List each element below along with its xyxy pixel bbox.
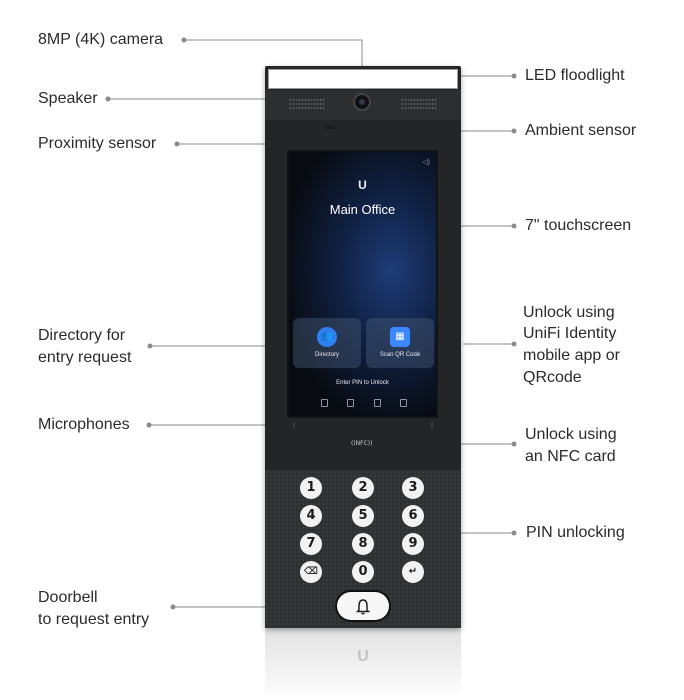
qr-code-icon: ▦ [390,327,410,347]
doorbell-button[interactable] [337,592,389,620]
scan-qr-tile[interactable]: ▦ Scan QR Code [366,318,434,368]
label-unifi-line3: mobile app or [523,347,620,364]
unifi-logo: U [358,178,367,192]
led-floodlight [268,69,458,89]
keypad-mode-icon[interactable] [321,399,328,407]
label-doorbell-line1: Doorbell [38,589,98,606]
key-3[interactable]: 3 [402,477,424,499]
phone-mode-icon[interactable] [373,399,381,407]
label-directory-line2: entry request [38,349,132,366]
label-unifi-line2: UniFi Identity [523,325,617,342]
label-doorbell-line2: to request entry [38,611,150,628]
key-1[interactable]: 1 [300,477,322,499]
label-led-floodlight: LED floodlight [525,67,625,84]
label-touchscreen: 7" touchscreen [525,217,632,234]
key-7[interactable]: 7 [300,533,322,555]
key-4[interactable]: 4 [300,505,322,527]
reflection-logo: U [357,648,369,665]
microphones [293,422,433,428]
door-mode-icon[interactable] [399,399,407,407]
key-9[interactable]: 9 [402,533,424,555]
label-ambient-sensor: Ambient sensor [525,122,637,139]
nfc-badge: ((NFC)) [351,440,373,447]
ambient-sensor-grille [401,99,437,111]
directory-tile-label: Directory [314,352,339,358]
label-speaker: Speaker [38,90,98,107]
camera-lens [353,93,371,111]
bell-icon [355,599,371,615]
people-icon: 👥 [317,327,337,347]
label-unifi-line1: Unlock using [523,304,615,321]
key-2[interactable]: 2 [352,477,374,499]
proximity-sensor [325,126,335,129]
backspace-key[interactable]: ⌫ [300,561,322,583]
label-nfc-line1: Unlock using [525,426,617,443]
key-6[interactable]: 6 [402,505,424,527]
directory-tile[interactable]: 👥 Directory [293,318,361,368]
label-proximity-sensor: Proximity sensor [38,135,157,152]
screen-title: Main Office [329,202,396,217]
key-5[interactable]: 5 [352,505,374,527]
label-unifi-line4: QRcode [523,369,582,386]
intercom-device: ◁) U Main Office 👥 Directory ▦ Scan QR C… [265,66,461,628]
label-microphones: Microphones [38,416,130,433]
device-reflection: U [265,628,461,700]
label-pin-unlocking: PIN unlocking [526,524,625,541]
screen-bottom-icons [321,399,407,409]
enter-key[interactable]: ↵ [402,561,424,583]
label-camera: 8MP (4K) camera [38,31,164,48]
label-directory-line1: Directory for [38,327,126,344]
touchscreen: ◁) U Main Office 👥 Directory ▦ Scan QR C… [287,150,438,418]
scan-qr-tile-label: Scan QR Code [379,352,421,358]
key-0[interactable]: 0 [352,561,374,583]
key-8[interactable]: 8 [352,533,374,555]
speaker-grille [289,99,325,111]
pin-prompt: Enter PIN to Unlock [336,380,389,386]
label-nfc-line2: an NFC card [525,448,616,465]
sound-icon: ◁) [422,159,430,166]
card-mode-icon[interactable] [347,399,355,407]
